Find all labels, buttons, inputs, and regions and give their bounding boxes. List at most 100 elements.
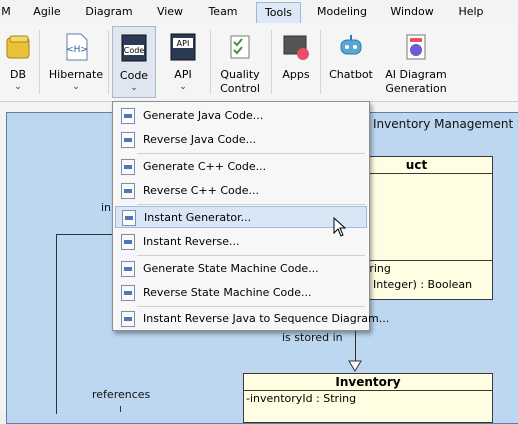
svg-text:API: API — [177, 39, 190, 48]
ai-diagram-label: AI Diagram Generation — [384, 68, 448, 96]
hibernate-label: Hibernate — [48, 68, 104, 81]
chatbot-label: Chatbot — [329, 68, 373, 81]
cpp-generate-icon — [121, 159, 135, 175]
instant-reverse-icon — [121, 234, 135, 250]
ai-label-line1: AI Diagram — [385, 68, 447, 81]
sequence-reverse-icon — [121, 311, 135, 327]
menu-item-label: Generate State Machine Code... — [143, 262, 319, 275]
state-machine-generate-icon — [121, 261, 135, 277]
class-name: Inventory — [244, 374, 492, 391]
menu-view[interactable]: View — [156, 5, 184, 18]
menu-item-label: Reverse State Machine Code... — [143, 286, 312, 299]
menu-separator — [137, 306, 365, 307]
ribbon-separator — [210, 30, 211, 94]
association-label: in — [101, 201, 112, 214]
ribbon-separator — [39, 30, 40, 94]
menu-item-label: Reverse C++ Code... — [143, 184, 259, 197]
ai-label-line2: Generation — [385, 82, 447, 95]
state-machine-reverse-icon — [121, 285, 135, 301]
inventory-class[interactable]: Inventory -inventoryId : String — [243, 373, 493, 423]
java-reverse-icon — [121, 132, 135, 148]
menu-item-label: Reverse Java Code... — [143, 133, 257, 146]
chevron-down-icon: ⌄ — [179, 82, 187, 92]
menu-item-instant-reverse[interactable]: Instant Reverse... — [115, 231, 367, 253]
hibernate-icon: <H> — [66, 33, 88, 61]
class-row: tring — [365, 262, 391, 275]
svg-text:Code: Code — [124, 46, 145, 55]
menu-m[interactable]: M — [1, 5, 11, 18]
association-line[interactable] — [56, 234, 116, 235]
db-button[interactable]: DB ⌄ — [0, 26, 36, 98]
menu-separator — [137, 153, 365, 154]
class-row: Integer) : Boolean — [373, 278, 473, 291]
class-name: uct — [341, 157, 492, 174]
association-label: is stored in — [282, 331, 343, 344]
quality-control-button[interactable]: Quality Control — [216, 26, 264, 98]
code-icon: Code — [121, 34, 147, 62]
mouse-pointer-icon — [333, 217, 347, 237]
chatbot-icon — [340, 35, 362, 55]
association-line[interactable] — [355, 300, 356, 362]
instant-generator-icon — [122, 210, 136, 226]
code-label: Code — [119, 69, 149, 82]
apps-icon — [283, 35, 309, 60]
class-row: -inventoryId : String — [246, 392, 357, 405]
association-line[interactable] — [120, 406, 121, 412]
menu-modeling[interactable]: Modeling — [316, 5, 368, 18]
database-icon — [6, 35, 30, 59]
quality-label-line2: Control — [220, 82, 260, 95]
menu-item-label: Generate Java Code... — [143, 109, 264, 122]
menu-separator — [137, 255, 365, 256]
association-label: references — [92, 388, 151, 401]
api-button[interactable]: API API ⌄ — [164, 26, 202, 98]
chevron-down-icon: ⌄ — [14, 82, 22, 92]
menu-item-instant-reverse-sequence[interactable]: Instant Reverse Java to Sequence Diagram… — [115, 308, 389, 330]
chatbot-button[interactable]: Chatbot — [326, 26, 376, 98]
menu-separator — [137, 204, 365, 205]
ribbon-separator — [320, 30, 321, 94]
apps-label: Apps — [282, 68, 310, 81]
svg-text:<H>: <H> — [66, 45, 88, 55]
class-operations: tring Integer) : Boolean — [341, 260, 492, 293]
cpp-reverse-icon — [121, 183, 135, 199]
code-dropdown-menu: Generate Java Code... Reverse Java Code.… — [112, 101, 389, 331]
menu-item-reverse-java[interactable]: Reverse Java Code... — [115, 129, 367, 151]
menu-item-instant-generator[interactable]: Instant Generator... — [115, 206, 367, 228]
menu-item-label: Instant Reverse... — [143, 235, 240, 248]
ribbon-separator — [108, 30, 109, 94]
quality-label-line1: Quality — [220, 68, 260, 81]
java-generate-icon — [121, 108, 135, 124]
package-title: Inventory Management Sys — [373, 117, 518, 131]
code-button[interactable]: Code Code ⌄ — [112, 26, 156, 98]
api-icon: API — [170, 33, 196, 61]
menu-item-label: Instant Generator... — [144, 211, 252, 224]
hibernate-button[interactable]: <H> Hibernate ⌄ — [48, 26, 104, 98]
ai-diagram-icon — [406, 34, 426, 60]
ai-diagram-generation-button[interactable]: AI Diagram Generation — [384, 26, 448, 98]
menu-tools[interactable]: Tools — [256, 2, 301, 23]
menu-diagram[interactable]: Diagram — [85, 5, 133, 18]
ribbon-separator — [271, 30, 272, 94]
menu-agile[interactable]: Agile — [33, 5, 61, 18]
toolbar-ribbon: DB ⌄ <H> Hibernate ⌄ Code Code ⌄ API API… — [0, 24, 518, 102]
menu-item-label: Instant Reverse Java to Sequence Diagram… — [143, 312, 390, 325]
menu-item-label: Generate C++ Code... — [143, 160, 267, 173]
quality-control-label: Quality Control — [216, 68, 264, 96]
menu-bar: M Agile Diagram View Team Tools Modeling… — [0, 0, 518, 25]
chevron-down-icon: ⌄ — [130, 83, 138, 93]
chevron-down-icon: ⌄ — [72, 82, 80, 92]
menu-item-generate-cpp[interactable]: Generate C++ Code... — [115, 156, 367, 178]
menu-help[interactable]: Help — [458, 5, 484, 18]
menu-item-reverse-cpp[interactable]: Reverse C++ Code... — [115, 180, 367, 202]
menu-item-generate-state-machine[interactable]: Generate State Machine Code... — [115, 258, 367, 280]
apps-button[interactable]: Apps — [278, 26, 314, 98]
menu-item-generate-java[interactable]: Generate Java Code... — [115, 105, 367, 127]
menu-window[interactable]: Window — [390, 5, 434, 18]
api-label: API — [174, 68, 192, 81]
menu-team[interactable]: Team — [208, 5, 238, 18]
arrowhead-icon — [348, 360, 362, 372]
menu-item-reverse-state-machine[interactable]: Reverse State Machine Code... — [115, 282, 367, 304]
quality-control-icon — [230, 35, 250, 59]
db-label: DB — [9, 68, 27, 81]
association-line[interactable] — [56, 234, 57, 414]
